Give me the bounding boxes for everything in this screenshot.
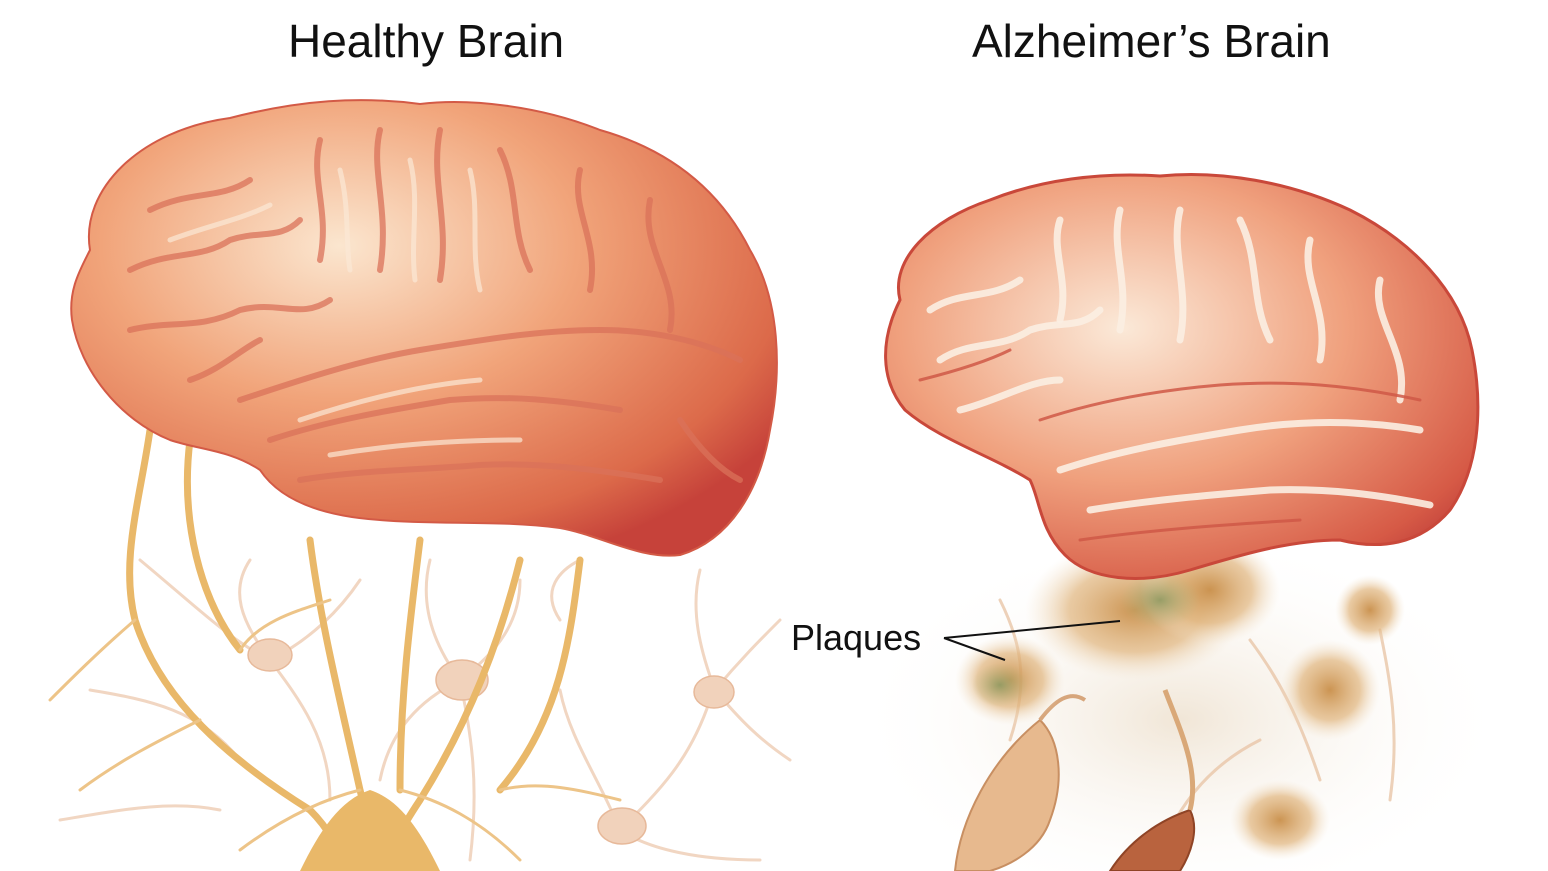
healthy-brain-title: Healthy Brain xyxy=(288,15,565,67)
alzheimers-brain-illustration xyxy=(884,173,1480,580)
healthy-brain-illustration xyxy=(70,99,778,557)
healthy-neuron-network xyxy=(48,426,792,871)
plaques-label: Plaques xyxy=(791,617,922,658)
alzheimers-brain-title: Alzheimer’s Brain xyxy=(972,15,1331,67)
plaques-leader-lines xyxy=(943,620,1121,661)
